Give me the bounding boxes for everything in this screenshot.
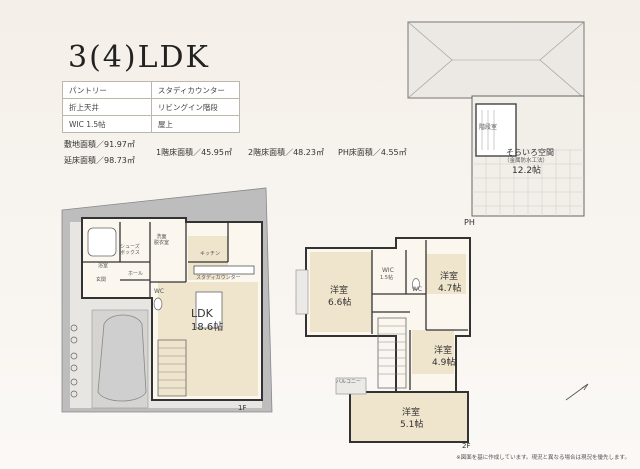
rooftop-plan — [407, 21, 585, 217]
sorairo-size-label: 12.2帖 — [512, 166, 542, 176]
ldk-size-label: 18.6帖 — [191, 322, 224, 333]
floor2-plan — [295, 237, 471, 443]
floor2-label: 2F — [462, 442, 471, 450]
room3-label: 洋室 — [434, 346, 453, 356]
bath-label: 浴室 — [98, 263, 109, 269]
balcony-label: バルコニー — [336, 379, 361, 385]
shoebox-label: シューズ ボックス — [120, 244, 140, 256]
floor1-plan — [61, 187, 273, 413]
wic-size-label: 1.5帖 — [380, 275, 393, 281]
stairs-room-label: 階段室 — [479, 124, 498, 131]
study-counter-label: スタディカウンター — [196, 275, 241, 281]
site-area: 敷地面積／91.97㎡ — [64, 140, 135, 149]
room1-label: 洋室 — [330, 286, 349, 296]
feature-wic: WIC 1.5帖 — [62, 115, 152, 133]
floor1-area: 1階床面積／45.95㎡ — [156, 148, 232, 157]
entrance-label: 玄関 — [96, 277, 107, 283]
compass-icon — [565, 383, 589, 401]
floor-area: 延床面積／98.73㎡ — [64, 156, 135, 165]
disclaimer-note: ※図面を基に作成しています。現況と異なる場合は現況を優先します。 — [456, 455, 630, 461]
sorairo-label: そらいろ空間 — [506, 148, 554, 157]
room1-size-label: 6.6帖 — [328, 298, 352, 308]
room2-size-label: 4.7帖 — [438, 284, 462, 294]
wic-label: WIC — [382, 267, 394, 274]
wc2-label: WC — [412, 286, 423, 293]
ph-label: PH — [464, 218, 475, 227]
room4-label: 洋室 — [402, 408, 421, 418]
feature-table: パントリー スタディカウンター 折上天井 リビングイン階段 WIC 1.5帖 屋… — [62, 81, 241, 133]
kitchen-label: キッチン — [200, 251, 221, 257]
hall-label: ホール — [128, 271, 144, 277]
floor1-label: 1F — [238, 404, 247, 412]
feature-rooftop: 屋上 — [150, 115, 241, 133]
wc1-label: WC — [154, 288, 165, 295]
washroom-label: 洗面 脱衣室 — [154, 234, 170, 246]
room3-size-label: 4.9帖 — [432, 358, 456, 368]
sorairo-sub-label: （金属防水工法） — [504, 158, 549, 164]
ldk-label: LDK — [191, 307, 213, 320]
room4-size-label: 5.1帖 — [400, 420, 424, 430]
layout-title: 3(4)LDK — [68, 40, 210, 75]
feature-ceiling: 折上天井 — [62, 98, 152, 116]
feature-study-counter: スタディカウンター — [150, 81, 241, 99]
room2-label: 洋室 — [440, 272, 459, 282]
floor2-area: 2階床面積／48.23㎡ — [248, 148, 324, 157]
ph-area: PH床面積／4.55㎡ — [338, 148, 407, 157]
